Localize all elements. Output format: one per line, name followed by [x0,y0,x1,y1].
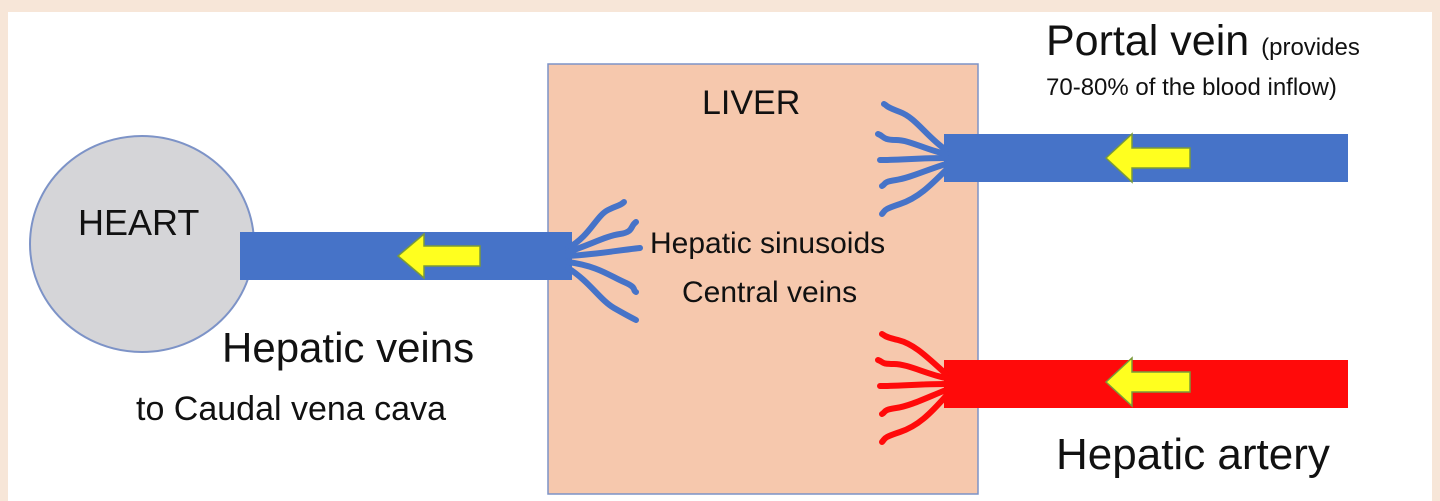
hepatic-sinusoids-label: Hepatic sinusoids [650,227,886,260]
hepatic-artery-flow-arrow [1104,356,1191,408]
portal-vein-flow-arrow [1104,132,1191,184]
heart-shape [29,135,255,353]
portal-vein-branches [875,101,949,217]
portal-vein-note-line1: (provides [1261,34,1360,61]
hepatic-vein-branches [565,199,643,323]
hepatic-artery-branches [875,331,949,445]
liver-label: LIVER [702,84,801,122]
portal-vein-note-line2: 70-80% of the blood inflow) [1046,74,1337,101]
caudal-vena-cava-label: to Caudal vena cava [136,390,446,428]
hepatic-vein-flow-arrow [396,232,481,280]
hepatic-veins-label: Hepatic veins [222,324,475,371]
heart-label: HEART [78,202,200,243]
portal-vein-title: Portal vein [1046,17,1250,65]
portal-vein-label: Portal vein (provides [1046,17,1360,66]
hepatic-artery-label: Hepatic artery [1056,430,1330,479]
central-veins-label: Central veins [682,276,858,309]
